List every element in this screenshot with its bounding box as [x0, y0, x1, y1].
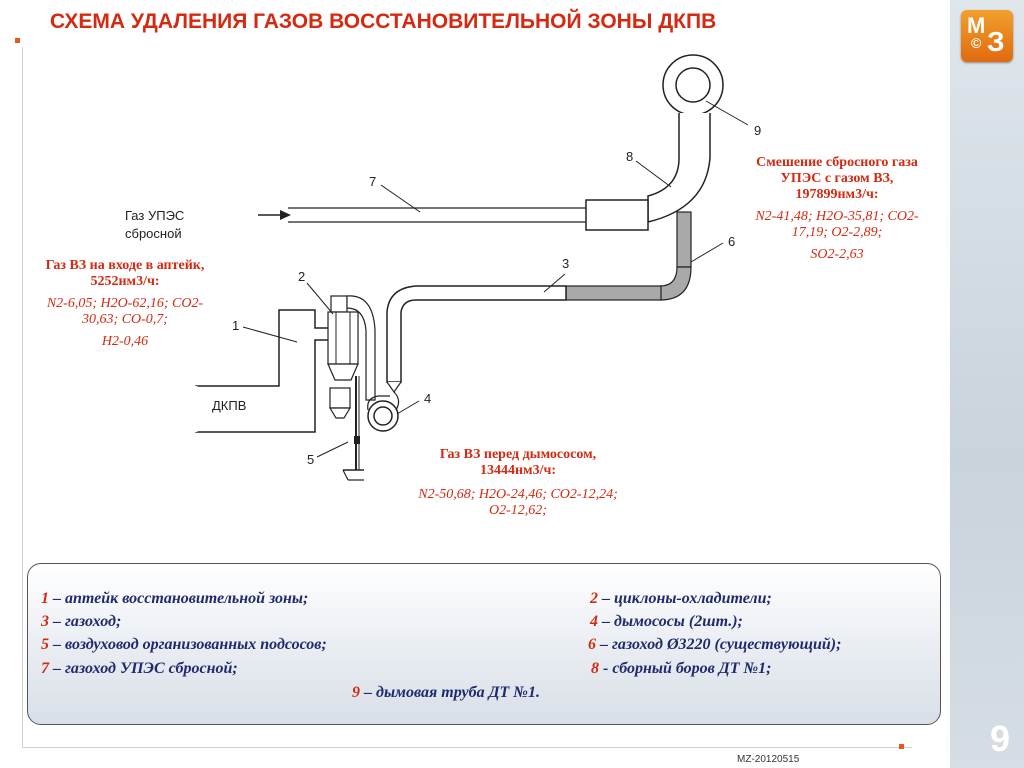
legend-item-8: 8 - сборный боров ДТ №1;: [591, 660, 772, 677]
legend-item-7: 7 – газоход УПЭС сбросной;: [41, 660, 238, 677]
upes-discharge-flue: [288, 199, 649, 231]
existing-flue: [565, 211, 692, 301]
note-mixing-line3: SO2-2,63: [810, 247, 864, 262]
number-6: 6: [728, 234, 735, 249]
number-5: 5: [307, 452, 314, 467]
note-aptek-line3: H2-0,46: [101, 334, 149, 349]
legend-item-5: 5 – воздуховод организованных подсосов;: [41, 636, 327, 653]
leader-lines: [242, 100, 749, 458]
note-aptek-head2: 5252нм3/ч:: [90, 274, 160, 289]
chimney-ring: [662, 54, 724, 116]
furnace-label: ДКПВ: [212, 398, 246, 413]
inlet-label-line2: сбросной: [125, 226, 182, 241]
legend-item-1: 1 – аптейк восстановительной зоны;: [41, 590, 309, 607]
corner-bullet: [899, 744, 904, 749]
collecting-flue: [647, 113, 711, 223]
number-8: 8: [626, 149, 633, 164]
inlet-arrow: [258, 210, 291, 220]
note-mixing-head1: Смешение сбросного газа: [756, 155, 918, 170]
note-fan-head2: 13444нм3/ч:: [479, 463, 557, 478]
company-logo: М З ©: [961, 10, 1013, 62]
air-suction-duct: [342, 376, 364, 481]
number-3: 3: [562, 256, 569, 271]
footer-code: MZ-20120515: [737, 754, 800, 765]
logo-letter-m: М: [967, 13, 986, 38]
note-fan-line1: N2-50,68; H2O-24,46; CO2-12,24;: [418, 487, 618, 502]
note-mixing: Смешение сбросного газа УПЭС с газом ВЗ,…: [732, 155, 942, 263]
number-4: 4: [424, 391, 431, 406]
note-fan-head1: Газ ВЗ перед дымососом,: [439, 447, 597, 462]
note-aptek-inlet: Газ ВЗ на входе в аптейк, 5252нм3/ч: N2-…: [20, 258, 230, 350]
number-1: 1: [232, 318, 239, 333]
note-mixing-head3: 197899нм3/ч:: [795, 187, 879, 202]
note-before-fan: Газ ВЗ перед дымососом, 13444нм3/ч: N2-5…: [388, 447, 648, 519]
right-side-strip: [950, 0, 1024, 768]
number-2: 2: [298, 269, 305, 284]
inlet-label-line1: Газ УПЭС: [125, 208, 184, 223]
note-mixing-line2: 17,19; O2-2,89;: [791, 225, 883, 240]
note-fan-line2: O2-12,62;: [489, 503, 547, 518]
number-7: 7: [369, 174, 376, 189]
note-aptek-line2: 30,63; CO-0,7;: [82, 312, 168, 327]
gas-removal-diagram: Газ УПЭС сбросной ДКПВ 1 2 3 4 5 6 7 8 9: [125, 54, 761, 481]
page-number: 9: [990, 718, 1011, 759]
cyclone-coolers: [327, 295, 376, 419]
logo-letter-z: З: [987, 26, 1005, 57]
note-aptek-line1: N2-6,05; H2O-62,16; CO2-: [46, 296, 204, 311]
legend-item-3: 3 – газоход;: [41, 613, 122, 630]
smoke-exhausters: [367, 391, 400, 432]
frame-line-bottom: [22, 747, 912, 748]
note-mixing-head2: УПЭС с газом ВЗ,: [780, 171, 894, 186]
frame-line-left: [22, 47, 23, 747]
page-title: СХЕМА УДАЛЕНИЯ ГАЗОВ ВОССТАНОВИТЕЛЬНОЙ З…: [50, 10, 717, 33]
logo-copyright-mark: ©: [971, 35, 982, 51]
legend-item-6: 6 – газоход Ø3220 (существующий);: [588, 636, 842, 653]
corner-bullet: [15, 38, 20, 43]
gas-duct: [386, 285, 567, 394]
number-9: 9: [754, 123, 761, 138]
note-mixing-line1: N2-41,48; H2O-35,81; CO2-: [755, 209, 919, 224]
legend-box: 1 – аптейк восстановительной зоны; 2 – ц…: [27, 563, 941, 725]
legend-item-9: 9 – дымовая труба ДТ №1.: [352, 684, 540, 701]
note-aptek-head1: Газ ВЗ на входе в аптейк,: [45, 258, 205, 273]
legend-item-2: 2 – циклоны-охладители;: [590, 590, 772, 607]
legend-item-4: 4 – дымососы (2шт.);: [590, 613, 743, 630]
